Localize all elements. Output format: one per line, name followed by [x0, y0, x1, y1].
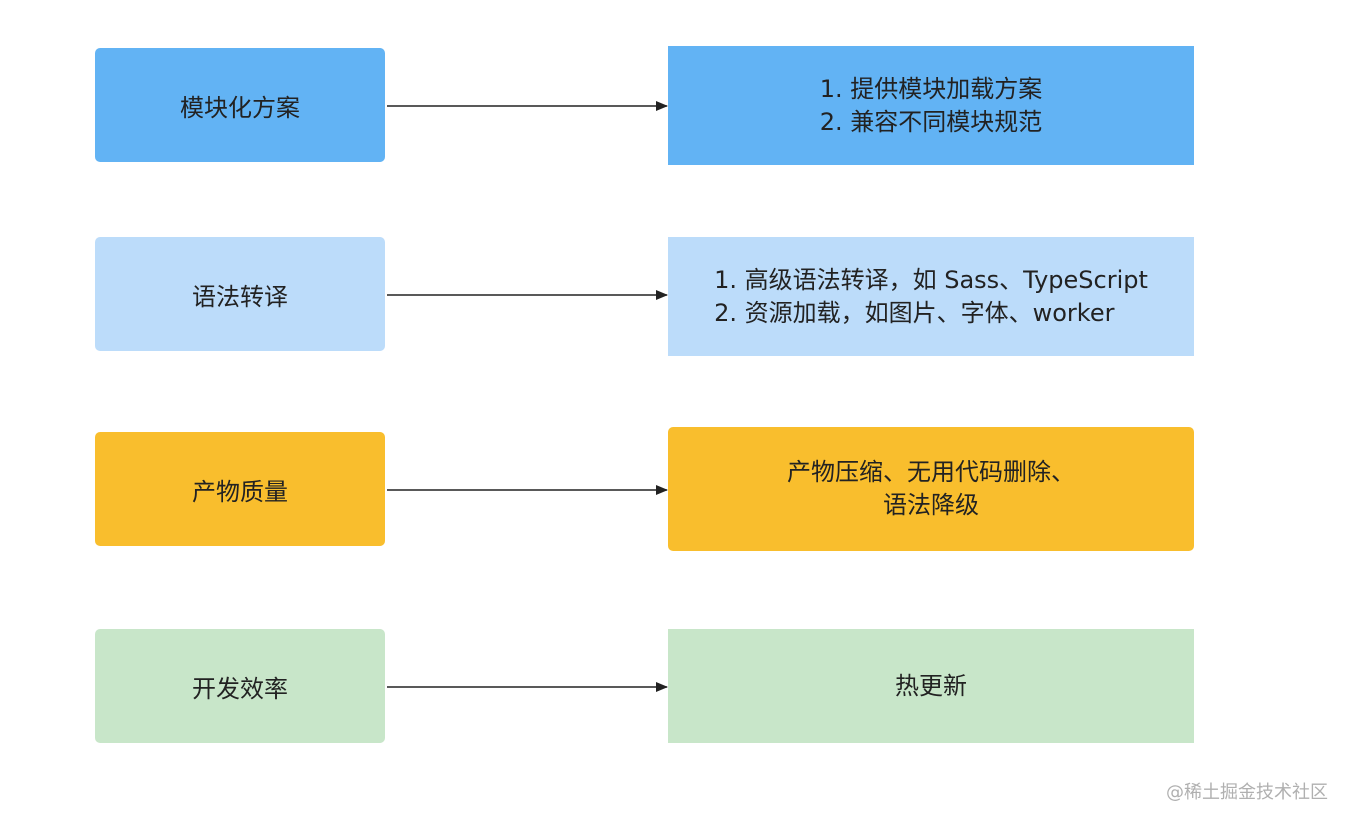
- detail-line: 语法降级: [883, 491, 979, 519]
- detail-syntax-transpile: 1. 高级语法转译，如 Sass、TypeScript 2. 资源加载，如图片、…: [668, 237, 1194, 356]
- detail-line: 热更新: [895, 671, 967, 700]
- node-dev-efficiency: 开发效率: [95, 629, 385, 743]
- detail-line: 产物压缩、无用代码删除、: [787, 458, 1075, 486]
- detail-line: 2. 兼容不同模块规范: [819, 107, 1043, 136]
- node-label: 语法转译: [192, 282, 288, 311]
- node-label: 开发效率: [192, 674, 288, 703]
- node-label: 产物质量: [192, 477, 288, 506]
- detail-dev-efficiency: 热更新: [668, 629, 1194, 743]
- node-modularization: 模块化方案: [95, 48, 385, 162]
- node-syntax-transpile: 语法转译: [95, 237, 385, 351]
- detail-line: 1. 高级语法转译，如 Sass、TypeScript: [714, 265, 1148, 294]
- detail-output-quality: 产物压缩、无用代码删除、 语法降级: [668, 427, 1194, 551]
- node-label: 模块化方案: [180, 93, 300, 122]
- watermark: @稀土掘金技术社区: [1166, 782, 1328, 803]
- detail-line: 1. 提供模块加载方案: [819, 74, 1043, 103]
- detail-line: 2. 资源加载，如图片、字体、worker: [714, 298, 1115, 327]
- detail-modularization: 1. 提供模块加载方案 2. 兼容不同模块规范: [668, 46, 1194, 165]
- node-output-quality: 产物质量: [95, 432, 385, 546]
